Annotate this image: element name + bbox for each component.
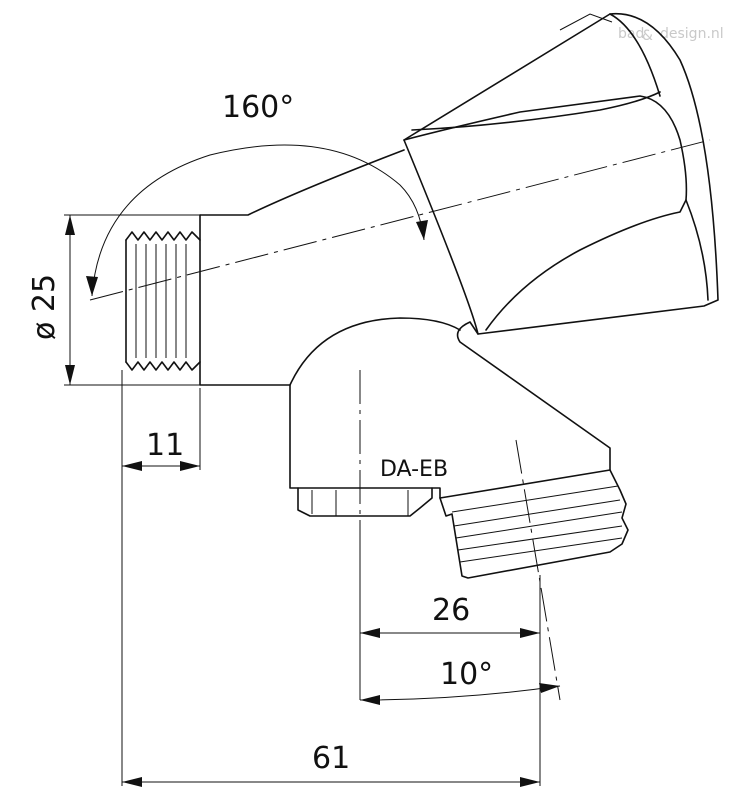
thread-length-label: 11: [146, 428, 184, 463]
total-length-dimension: 61: [122, 741, 540, 787]
model-label: DA-EB: [380, 457, 448, 482]
outlet-offset-label: 26: [432, 593, 470, 628]
angle-handle-label: 160°: [222, 90, 294, 125]
inlet-centerline: [89, 139, 711, 301]
handle-cap: [403, 12, 719, 335]
outlet-thread: [439, 469, 629, 579]
watermark-text-right: design.nl: [660, 26, 724, 42]
valve-body: [199, 149, 611, 517]
total-length-label: 61: [312, 741, 350, 776]
angle-160-dimension: 160°: [86, 90, 428, 297]
extension-lines: [64, 214, 541, 786]
outlet-angle-dimension: 10°: [359, 657, 561, 705]
watermark-ampersand: &: [642, 28, 653, 44]
outlet-offset-dimension: 26: [360, 593, 540, 638]
outlet-angle-label: 10°: [440, 657, 493, 692]
inlet-thread: [125, 231, 201, 371]
diameter-label: ø 25: [27, 274, 62, 340]
diameter-dimension: ø 25: [27, 215, 75, 385]
outlet-centerline: [515, 439, 561, 701]
thread-length-dimension: 11: [122, 428, 200, 471]
